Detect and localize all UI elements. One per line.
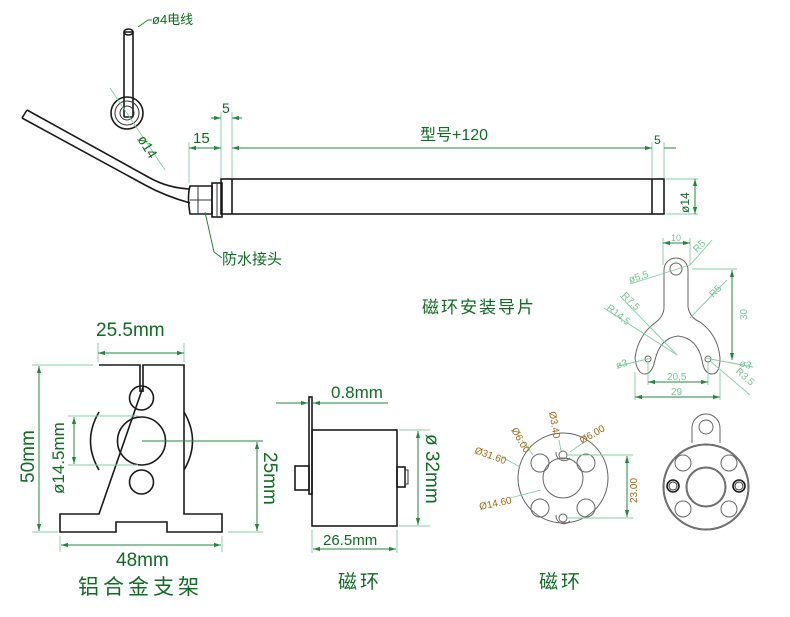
gp-dim-right-hole: ø3 [738, 358, 753, 372]
bracket-dim-top-width-label: 25.5mm [96, 320, 165, 341]
gp-dim-29: 29 [671, 387, 683, 398]
magnet-hole-ur [576, 453, 596, 473]
dim-front-5-label: 5 [222, 100, 230, 116]
assembly-screw-left [666, 479, 680, 493]
waterproof-connector [187, 185, 213, 215]
connector-label: 防水接头 [222, 250, 282, 268]
sensor-dimensions: 15 5 型号+120 5 ø14 防水接头 [188, 100, 698, 268]
magnet-screw-bottom [558, 513, 568, 523]
assembly-tab-hole [698, 419, 714, 435]
magnet-front-drawing [517, 432, 609, 525]
left-boss [89, 411, 100, 471]
magnet-dim-outer: Ø31.60 [473, 445, 508, 467]
magnet-nut [396, 466, 406, 488]
sensor-tube [220, 178, 665, 215]
bracket-dimensions: 25.5mm 50mm ø14.5mm 25mm 48mm 铝合金支架 [18, 320, 280, 599]
upper-slot-hole [128, 385, 155, 411]
magnet-front-dimensions: Ø31.60 Ø6.00 Ø3.40 Ø6.00 Ø14.60 23.00 磁环 [473, 411, 640, 593]
gp-dim-30: 30 [739, 308, 750, 320]
magnet-dim-hole-right: Ø6.00 [578, 423, 607, 446]
magnet-diameter-label: ø 32mm [421, 434, 442, 504]
magnet-assembly-drawing [662, 413, 750, 531]
bracket-dim-base-label: 48mm [116, 550, 169, 571]
gp-dim-r7-5: R7,5 [619, 290, 642, 313]
magnet-left-boss [294, 465, 310, 491]
magnet-dim-screw: Ø3.40 [546, 411, 562, 440]
guide-plate-outline [634, 257, 721, 375]
bracket-dim-bore-label: ø14.5mm [49, 422, 68, 494]
cable-end-view: ø4电线 ø14 [109, 12, 193, 171]
cable-stub [123, 31, 134, 118]
cable-leader [137, 19, 152, 28]
magnet-side-drawing [294, 396, 409, 527]
bracket-dim-height-label: 50mm [18, 430, 39, 483]
end-diameter-label: ø14 [134, 132, 160, 161]
gp-dim-10: 10 [671, 233, 681, 243]
bracket-outline [59, 364, 223, 533]
gp-dim-left-hole: ø3 [615, 358, 630, 372]
magnet-front-title: 磁环 [539, 571, 583, 593]
magnet-side-title: 磁环 [338, 571, 382, 593]
assembly-inner-bore [685, 466, 727, 508]
magnet-dim-hole-left: Ø6.00 [508, 426, 531, 455]
gp-dim-r5-top: R5 [691, 238, 708, 255]
gland-inner-ring [114, 100, 140, 126]
magnet-outer-ring [517, 432, 609, 524]
magnet-body [311, 429, 398, 527]
magnet-hole-ll [530, 498, 550, 518]
end-diameter-line [109, 87, 166, 171]
sensor-body [187, 178, 665, 218]
assembly-outer-ring [662, 443, 750, 531]
guide-plate-title: 磁环安装导片 [422, 298, 536, 318]
gland-outer-ring [110, 96, 144, 130]
assembly-screw-right [732, 479, 746, 493]
magnet-hole-ul [530, 453, 550, 473]
gp-dim-top-hole: ø5,5 [628, 269, 651, 286]
lower-slot-hole [128, 469, 155, 495]
magnet-length-label: 26.5mm [323, 532, 377, 549]
gland-core [119, 105, 135, 121]
cable-stub-tip [123, 28, 134, 36]
top-hole [669, 262, 683, 276]
gp-dim-r3-5: R3,5 [733, 366, 756, 389]
magnet-dim-inner: Ø14.60 [478, 495, 513, 513]
magnet-plate-thickness-label: 0.8mm [331, 383, 383, 402]
dim-rear-5-label: 5 [654, 133, 661, 147]
dim-tube-diameter-label: ø14 [678, 192, 692, 213]
magnet-side-dimensions: 0.8mm ø 32mm 26.5mm 磁环 [276, 383, 442, 593]
cable [21, 109, 191, 204]
cable-top-edge [26, 109, 191, 190]
guide-plate-dimensions: 10 R5 ø5,5 R5 R7,5 R14,5 30 ø3 ø3 R3,5 2… [603, 233, 756, 400]
magnet-inner-bore [542, 457, 584, 499]
bracket-title: 铝合金支架 [78, 575, 203, 599]
assembly-tab [691, 413, 721, 443]
cable-bottom-edge [21, 117, 191, 204]
gp-dim-20-5: 20,5 [667, 372, 687, 383]
dim-body-label: 型号+120 [420, 126, 488, 144]
bracket-dim-center-label: 25mm [259, 452, 280, 505]
magnet-dim-spacing: 23.00 [629, 478, 640, 503]
dim-15-label: 15 [193, 130, 210, 147]
magnet-hole-lr [576, 498, 596, 518]
cable-label: ø4电线 [152, 12, 193, 27]
connector-leader [204, 211, 223, 259]
bracket-drawing [59, 364, 223, 533]
cable-cut-end [21, 109, 28, 119]
